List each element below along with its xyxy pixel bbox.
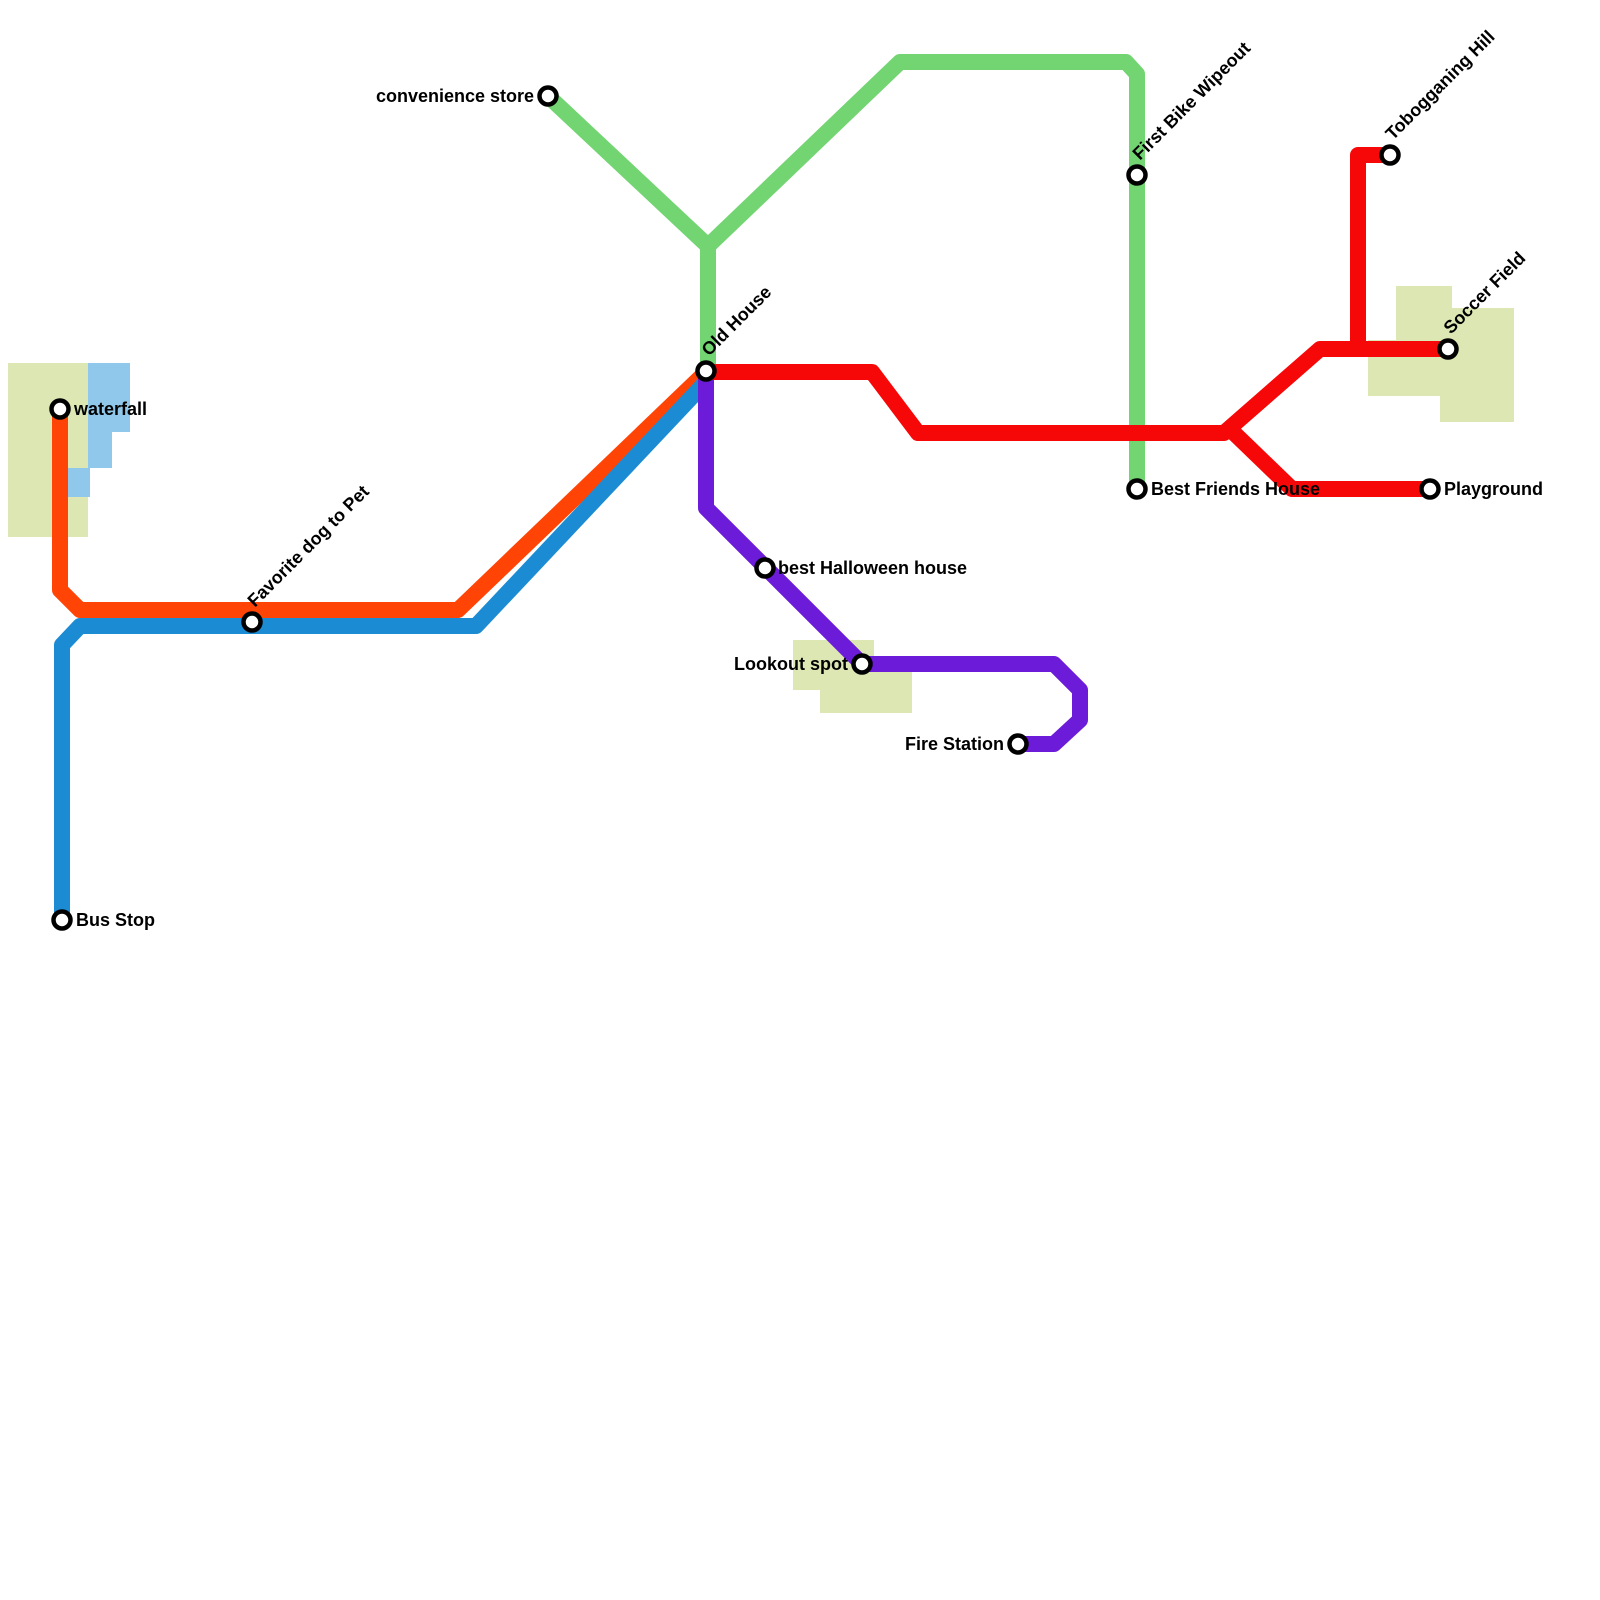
station-marker-best-halloween-house[interactable]: [754, 557, 776, 579]
station-marker-playground[interactable]: [1419, 478, 1441, 500]
station-label-lookout-spot: Lookout spot: [734, 654, 848, 674]
green-line-path-1: [540, 88, 716, 380]
green-line-path-2: [700, 54, 1145, 497]
red-line-path-3: [1226, 425, 1438, 497]
station-marker-convenience-store[interactable]: [537, 85, 559, 107]
station-label-best-friends-house: Best Friends House: [1151, 479, 1320, 499]
park-lookout: [793, 640, 912, 713]
station-label-convenience-store: convenience store: [376, 86, 534, 106]
station-label-best-halloween-house: best Halloween house: [778, 558, 967, 578]
station-label-tobogganing-hill: Tobogganing Hill: [1382, 27, 1499, 144]
station-marker-favorite-dog-to-pet[interactable]: [241, 611, 263, 633]
station-label-favorite-dog-to-pet: Favorite dog to Pet: [244, 481, 373, 610]
station-label-playground: Playground: [1444, 479, 1543, 499]
station-label-waterfall: waterfall: [73, 399, 147, 419]
waterfall-water: [64, 363, 130, 497]
park-west: [8, 363, 88, 537]
station-marker-old-house[interactable]: [695, 360, 717, 382]
station-marker-tobogganing-hill[interactable]: [1379, 144, 1401, 166]
red-line-path-2: [1350, 147, 1398, 357]
station-marker-fire-station[interactable]: [1007, 733, 1029, 755]
station-label-bus-stop: Bus Stop: [76, 910, 155, 930]
station-marker-best-friends-house[interactable]: [1126, 478, 1148, 500]
station-marker-soccer-field[interactable]: [1437, 338, 1459, 360]
station-marker-lookout-spot[interactable]: [851, 653, 873, 675]
orange-line-path-1: [52, 364, 714, 618]
station-marker-first-bike-wipeout[interactable]: [1126, 164, 1148, 186]
red-line-path-1: [698, 341, 1456, 441]
station-label-fire-station: Fire Station: [905, 734, 1004, 754]
purple-line-path-1: [698, 369, 1088, 752]
station-label-first-bike-wipeout: First Bike Wipeout: [1129, 38, 1255, 164]
station-marker-waterfall[interactable]: [49, 398, 71, 420]
station-marker-bus-stop[interactable]: [51, 909, 73, 931]
blue-line-path-1: [54, 376, 712, 928]
